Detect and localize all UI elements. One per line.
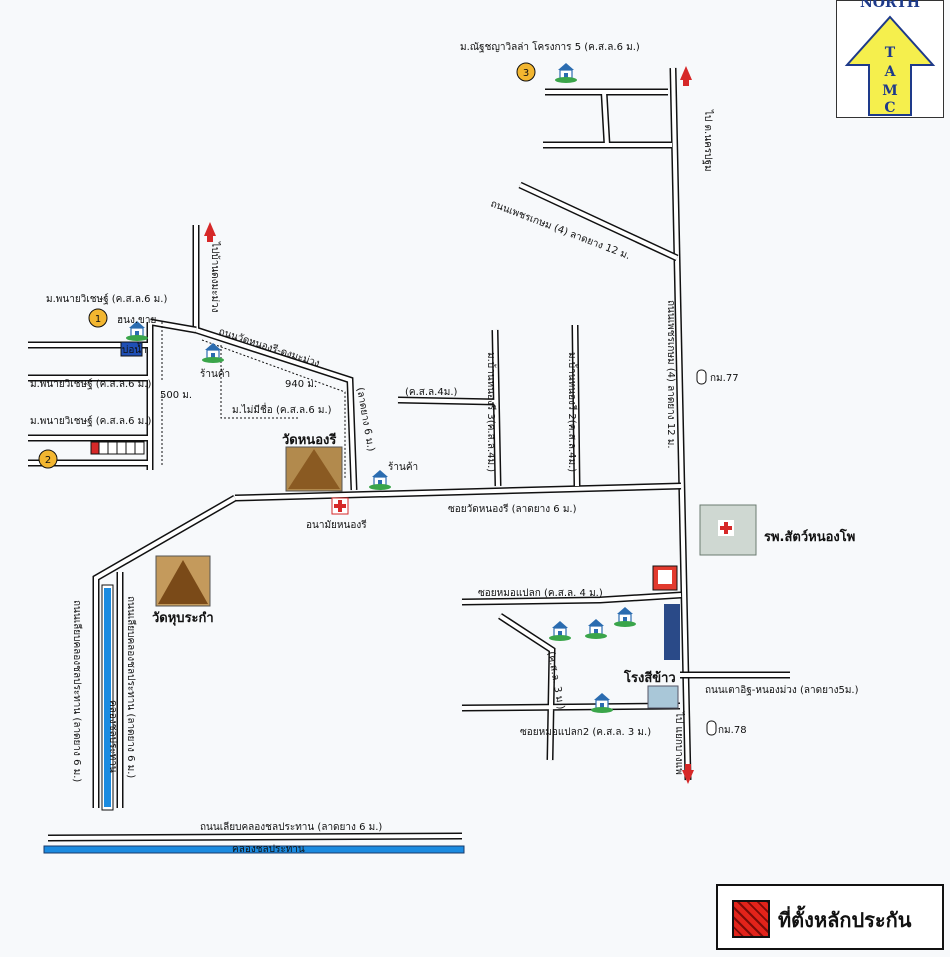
label-wat-road: ถนนวัดหนองรี-ดงมะม่วง <box>217 325 321 369</box>
temple-icons <box>155 446 343 607</box>
health-cross-icon <box>331 497 349 515</box>
gas-station-icon <box>652 565 678 591</box>
north-label: NORTH <box>859 0 921 11</box>
north-compass: NORTH T A M C <box>836 0 944 118</box>
marker-1: 1 <box>95 314 101 325</box>
label-concrete-4m: (ค.ส.ล.4ม.) <box>405 387 457 398</box>
label-pond: บ่อน้ำ <box>122 342 147 356</box>
map-labels: ม.ณัฐชญาวิลล่า โครงการ 5 (ค.ส.ล.6 ม.) ไป… <box>30 40 859 855</box>
label-village-b: ม.พนายวิเชษฐ์ (ค.ส.ล.6 ม.) <box>30 378 151 390</box>
label-km77: กม.77 <box>710 373 739 384</box>
compass-letter-m: M <box>882 83 898 99</box>
label-hospital: รพ.สัตว์หนองโพ <box>764 528 855 545</box>
label-village-noname: ม.ไม่มีชื่อ (ค.ส.ล.6 ม.) <box>232 402 332 416</box>
label-shop2: ร้านค้า <box>388 461 418 473</box>
km-post-icons <box>696 369 717 736</box>
label-soi-mor-plaek2: ซอยหมอแปลก2 (ค.ส.ล. 3 ม.) <box>520 727 651 738</box>
label-shop1: ร้านค้า <box>200 368 230 380</box>
collateral-swatch <box>732 900 770 938</box>
marker-2: 2 <box>45 455 51 466</box>
label-rice-mill: โรงสีข้าว <box>623 669 676 686</box>
numbered-markers: 1 2 3 <box>38 62 536 469</box>
label-shop-sell: ฮนง.ขาย <box>117 315 156 326</box>
label-canal-road-bottom: ถนนเลียบคลองชลประทาน (ลาดยาง 6 ม.) <box>200 821 382 833</box>
canals <box>43 584 465 854</box>
property-lots <box>90 341 145 455</box>
road-network <box>28 67 790 842</box>
label-wat-nong-ri: วัดหนองรี <box>282 432 336 448</box>
label-village-c: ม.พนายวิเชษฐ์ (ค.ส.ล.6 ม.) <box>30 415 151 427</box>
map-legend: ที่ตั้งหลักประกัน <box>716 884 944 950</box>
label-canal-bottom: คลองชลประทาน <box>232 844 305 855</box>
label-canal-road-left2: ถนนเลียบคลองชลประทาน (ลาดยาง 6 ม.) <box>125 596 137 778</box>
label-d500: 500 ม. <box>160 390 192 401</box>
label-village-a: ม.พนายวิเชษฐ์ (ค.ส.ล.6 ม.) <box>46 293 167 305</box>
north-arrow-icon: T A M C <box>844 15 936 116</box>
label-d940: 940 ม. <box>285 379 317 390</box>
marker-3: 3 <box>523 68 529 79</box>
label-nong-ri-2: ม.บ้านหนองรี 2(ค.ส.ล.4ม.) <box>566 352 578 472</box>
compass-letter-a: A <box>884 64 897 80</box>
route-dotted <box>161 322 346 478</box>
label-health-center: อนามัยหนองรี <box>306 519 367 531</box>
label-soi-mor-plaek: ซอยหมอแปลก (ค.ส.ล. 4 ม.) <box>478 588 603 599</box>
label-canal-road-left1: ถนนเลียบคลองชลประทาน (ลาดยาง 6 ม.) <box>71 600 83 782</box>
label-soi-wat-nong-ri: ซอยวัดหนองรี (ลาดยาง 6 ม.) <box>448 503 577 515</box>
direction-arrows <box>204 66 694 784</box>
label-tao-it: ถนนเตาอิฐ-หนองม่วง (ลาดยาง5ม.) <box>705 685 859 696</box>
rice-mill-icon <box>647 604 680 709</box>
label-main-north: ไป ต.นครปฐม <box>702 109 714 172</box>
label-main-vertical: ถนนเพชรเกษม (4) ลาดยาง 12 ม. <box>665 300 676 449</box>
label-to-ban-don: ไปบ้านดงมะม่วง <box>209 241 221 313</box>
compass-letter-c: C <box>884 100 895 116</box>
label-km78: กม.78 <box>718 725 747 736</box>
label-canal-vertical: คลองชลประทาน <box>107 700 118 773</box>
label-wat-road-surface: (ลาดยาง 6 ม.) <box>354 387 376 453</box>
compass-letter-t: T <box>885 45 896 61</box>
label-to-bang-phae: ไป แยกบางแพ <box>673 711 685 775</box>
label-wat-hup: วัดหุบระกำ <box>152 610 214 626</box>
hospital-building-icon <box>699 504 757 556</box>
legend-label: ที่ตั้งหลักประกัน <box>778 908 912 932</box>
label-nong-ri-3: ม.บ้านหนองรี 3(ค.ส.ล.4ม.) <box>485 352 497 472</box>
label-village-top: ม.ณัฐชญาวิลล่า โครงการ 5 (ค.ส.ล.6 ม.) <box>460 40 640 53</box>
